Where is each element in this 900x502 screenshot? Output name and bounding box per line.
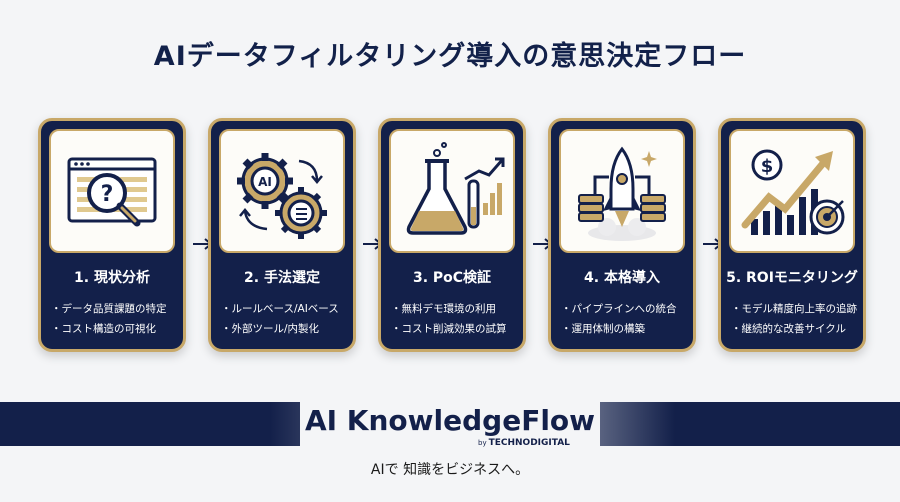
- decision-flow: ? 1. 現状分析 データ品質課題の特定 コスト構造の可視化: [38, 118, 868, 358]
- step-4-bullet-2: 運用体制の構築: [561, 319, 691, 339]
- step-icon-box-3: [389, 129, 515, 253]
- brand-logo: AI KnowledgeFlow: [304, 404, 596, 437]
- rocket-pipeline-icon: [578, 146, 666, 241]
- step-2-bullet-2: 外部ツール/内製化: [221, 319, 351, 339]
- step-card-3: 3. PoC検証 無料デモ環境の利用 コスト削減効果の試算: [378, 118, 526, 352]
- step-title-1: 1. 現状分析: [74, 270, 150, 286]
- page-title: AIデータフィルタリング導入の意思決定フロー: [153, 41, 747, 72]
- brand-company-name: TECHNODIGITAL: [488, 438, 570, 448]
- logo-background: [300, 396, 600, 458]
- gear-ai-label: AI: [258, 175, 272, 189]
- step-title-2: 2. 手法選定: [244, 270, 320, 286]
- step-5-bullet-2: 継続的な改善サイクル: [731, 319, 861, 339]
- step-bullets-1: データ品質課題の特定 コスト構造の可視化: [51, 299, 181, 339]
- gears-ai-icon: AI: [237, 153, 327, 239]
- step-icon-box-5: $: [729, 129, 855, 253]
- step-1-bullet-2: コスト構造の可視化: [51, 319, 181, 339]
- step-card-2: AI: [208, 118, 356, 352]
- step-3-bullet-1: 無料デモ環境の利用: [391, 299, 521, 319]
- brand-by: by: [478, 439, 487, 447]
- brand-tagline: AIで 知識をビジネスへ。: [370, 462, 530, 478]
- magnifier-question-icon: ?: [67, 157, 157, 227]
- step-icon-box-2: AI: [219, 129, 345, 253]
- step-icon-box-1: ?: [49, 129, 175, 253]
- step-2-bullet-1: ルールベース/AIベース: [221, 299, 351, 319]
- step-3-bullet-2: コスト削減効果の試算: [391, 319, 521, 339]
- step-1-bullet-1: データ品質課題の特定: [51, 299, 181, 319]
- step-title-3: 3. PoC検証: [412, 270, 492, 286]
- step-bullets-5: モデル精度向上率の追跡 継続的な改善サイクル: [731, 299, 861, 339]
- step-title-5: 5. ROIモニタリング: [726, 270, 858, 286]
- roi-growth-icon: $: [741, 149, 845, 235]
- step-card-4: 4. 本格導入 パイプラインへの統合 運用体制の構築: [548, 118, 696, 352]
- step-title-4: 4. 本格導入: [584, 270, 660, 286]
- step-icon-box-4: [559, 129, 685, 253]
- step-bullets-4: パイプラインへの統合 運用体制の構築: [561, 299, 691, 339]
- coin-dollar-label: $: [761, 156, 774, 177]
- step-4-bullet-1: パイプラインへの統合: [561, 299, 691, 319]
- step-card-1: ? 1. 現状分析 データ品質課題の特定 コスト構造の可視化: [38, 118, 186, 352]
- step-5-bullet-1: モデル精度向上率の追跡: [731, 299, 861, 319]
- flask-chart-icon: [406, 142, 505, 235]
- step-bullets-2: ルールベース/AIベース 外部ツール/内製化: [221, 299, 351, 339]
- step-card-5: $ 5. ROIモニタリング モデル精度向上率の追跡 継続的な改善サイクル: [718, 118, 866, 352]
- svg-text:?: ?: [101, 182, 114, 207]
- step-bullets-3: 無料デモ環境の利用 コスト削減効果の試算: [391, 299, 521, 339]
